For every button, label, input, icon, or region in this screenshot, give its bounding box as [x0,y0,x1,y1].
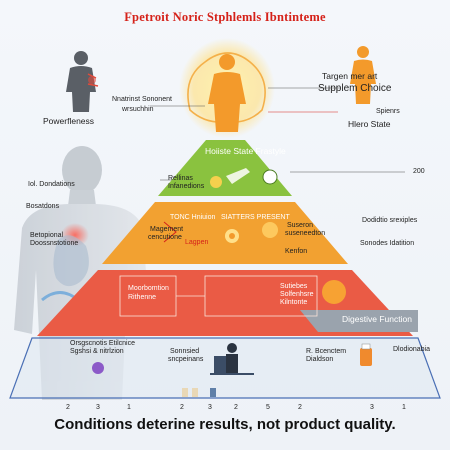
top-left-figure-icon [66,51,99,112]
tier-3-box1-line1: Moorbomtion [128,285,169,292]
base-bottles-icon [182,388,216,397]
base-tick: 2 [180,404,184,411]
base-tick: 5 [266,404,270,411]
base-tick: 2 [234,404,238,411]
base-right-label-2: Dialdson [306,356,334,363]
base-tick: 2 [66,404,70,411]
left-label-3: Betopional [30,232,64,239]
tier-2-sub3: Lagpen [185,239,209,246]
tier-2-sub1: Magement [150,226,184,233]
page-title: Fpetroit Noric Stphlemls Ibntinteme [124,10,326,24]
supplement-bottle-icon [360,343,372,366]
base-tick: 3 [370,404,374,411]
top-right-caption-line3: Spienrs [376,108,400,115]
tier-3-boxes [119,275,318,317]
digestive-function-label: Digestive Function [342,314,412,324]
tier-2-sub2: cencutione [148,234,182,241]
left-label-2: Bosatdons [26,203,60,210]
tier-2-far-right1: Dodidtio srexiples [362,217,418,224]
base-tick: 3 [208,404,212,411]
top-right-caption-line1: Targen mer art [322,71,378,81]
tier-2-heading: TONC Hniuion [170,214,216,221]
tier-2-band [102,202,348,264]
tier-2-right3: Kenfon [285,248,308,255]
tier-1-right-value: 200 [413,168,425,175]
base-left-label-2: Sgshsi & nitrlzion [70,348,124,355]
tier-2-right2: suseneedton [285,230,326,237]
tier-2-right1: Suseron [287,222,314,229]
base-tick: 2 [298,404,302,411]
top-center-caption-line1: Nnatrinst Sononent [112,96,172,103]
tier-3-box2-line1: Sutiebes [280,283,308,290]
left-label-4: Doossnstotione [30,240,79,247]
tier-3-box1-line2: Rithenne [128,294,157,301]
tier-1-heading: Hoiiste State Frastyle [205,146,286,156]
tier-1-band [158,140,292,196]
tier-1-sub2: Infanedions [168,183,205,190]
sun-icon [322,280,346,304]
tier-3-box2-line3: Kilntonte [280,299,308,306]
base-left-label-1: Orsgscnotis Etilcnice [70,340,135,347]
left-label-1: Iol. Dondations [28,181,75,188]
top-right-state: Hlero State [348,119,391,129]
tier-2-far-right2: Sonodes Idatition [360,240,415,247]
tier-1-sub1: Rellinas [168,175,193,182]
base-tick: 3 [96,404,100,411]
top-center-caption-line2: wrsuchhin [122,106,154,113]
footer-caption: Conditions deterine results, not product… [54,416,396,433]
purple-pill-icon [92,362,104,374]
base-tick: 1 [127,404,131,411]
base-tick: 1 [402,404,406,411]
digestive-band [300,310,418,332]
tier-2-icons [163,221,278,243]
base-far-right-label: Dlodionabia [393,346,430,353]
top-left-caption: Powerfleness [43,116,95,126]
tier-1-icons [210,168,278,188]
person-at-desk-icon [210,343,254,375]
base-center-label-1: Sonnsied [170,348,200,355]
base-right-label-1: R. Bcenctem [306,348,347,355]
top-right-figure-icon [350,46,376,104]
base-center-label-2: sncpeinans [168,356,204,363]
top-center-figure-icon [179,38,275,138]
tier-3-box2-line2: Solfenhsre [280,291,314,298]
top-right-caption-line2: Supplem Choice [318,83,392,94]
tier-2-heading-right: SIATTERS PRESENT [221,214,290,221]
